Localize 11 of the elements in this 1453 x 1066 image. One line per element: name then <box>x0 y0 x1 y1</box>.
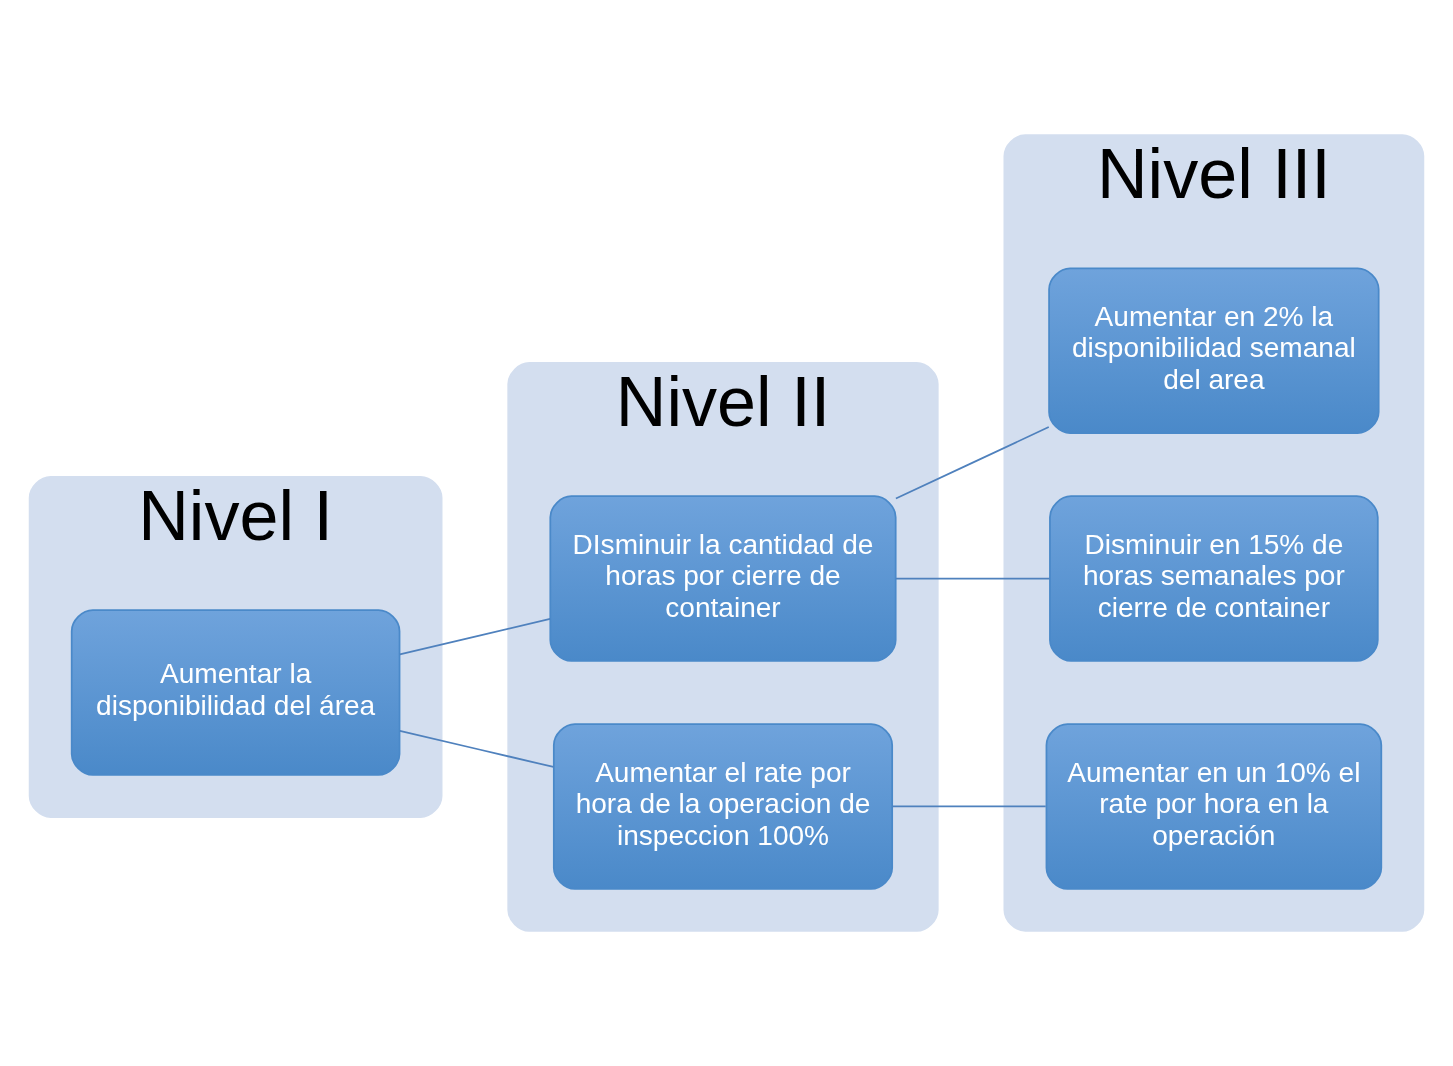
connector <box>891 805 1047 808</box>
connector <box>895 426 1050 500</box>
node-box: DIsminuir la cantidad de horas por cierre de container <box>549 495 897 662</box>
connector <box>895 577 1051 580</box>
node-box: Aumentar en un 10% el rate por hora en la operación <box>1045 723 1383 890</box>
connector <box>398 618 551 656</box>
node-box: Aumentar la disponibilidad del área <box>70 609 401 776</box>
node-box: Disminuir en 15% de horas semanales por cierre de container <box>1049 495 1379 662</box>
node-box: Aumentar el rate por hora de la operacion de inspeccion 100% <box>552 723 894 890</box>
node-box: Aumentar en 2% la disponibilidad semanal del area <box>1048 267 1380 434</box>
connector <box>398 729 555 768</box>
